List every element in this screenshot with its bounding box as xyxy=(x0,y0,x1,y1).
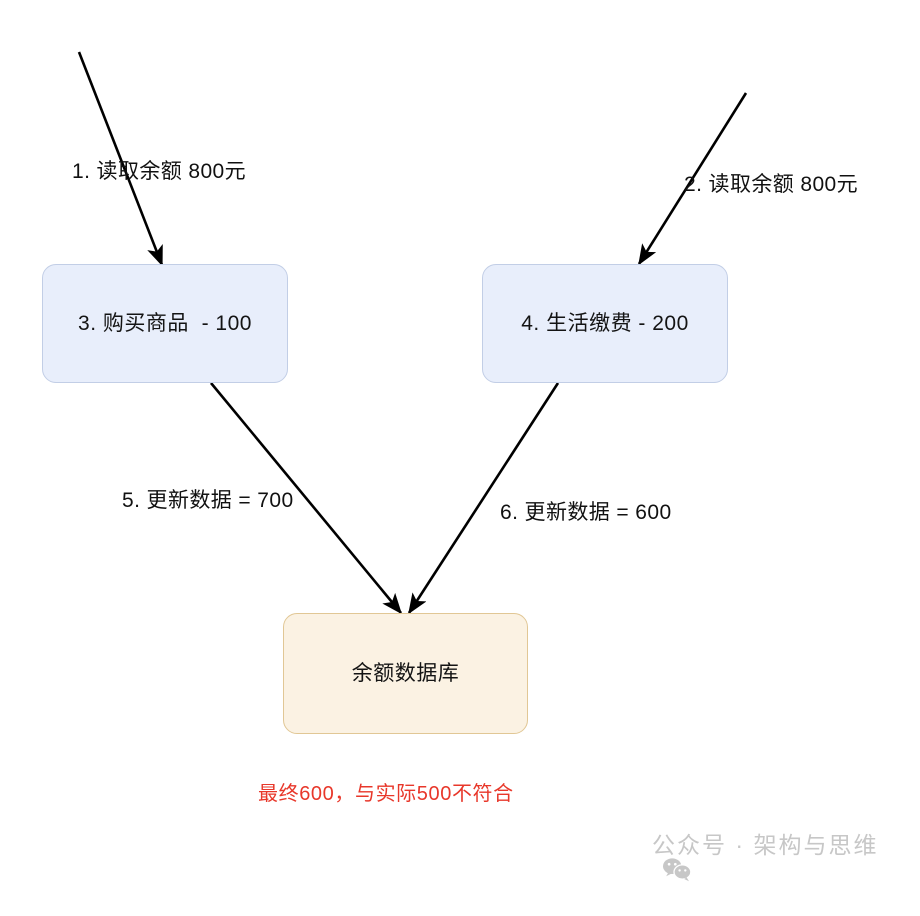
edge-label-update-600: 6. 更新数据 = 600 xyxy=(500,501,672,524)
edge-label-read-balance-1: 1. 读取余额 800元 xyxy=(72,160,247,183)
watermark-label: 公众号 · 架构与思维 xyxy=(652,832,879,858)
node-buy-goods-label: 3. 购买商品 - 100 xyxy=(78,311,252,335)
edge-label-read-balance-2: 2. 读取余额 800元 xyxy=(684,173,859,196)
watermark: 公众号 · 架构与思维 xyxy=(612,826,879,882)
inconsistency-annotation: 最终600，与实际500不符合 xyxy=(258,783,514,805)
diagram-edges xyxy=(77,51,748,615)
edge-label-update-700: 5. 更新数据 = 700 xyxy=(122,489,294,512)
node-balance-database-label: 余额数据库 xyxy=(351,661,460,685)
node-living-payment[interactable]: 4. 生活缴费 - 200 xyxy=(482,264,728,383)
node-living-payment-label: 4. 生活缴费 - 200 xyxy=(521,311,689,335)
wechat-icon xyxy=(612,830,692,882)
node-buy-goods[interactable]: 3. 购买商品 - 100 xyxy=(42,264,288,383)
diagram-canvas: 3. 购买商品 - 100 4. 生活缴费 - 200 余额数据库 1. 读取余… xyxy=(42,51,879,882)
node-balance-database[interactable]: 余额数据库 xyxy=(283,613,528,734)
